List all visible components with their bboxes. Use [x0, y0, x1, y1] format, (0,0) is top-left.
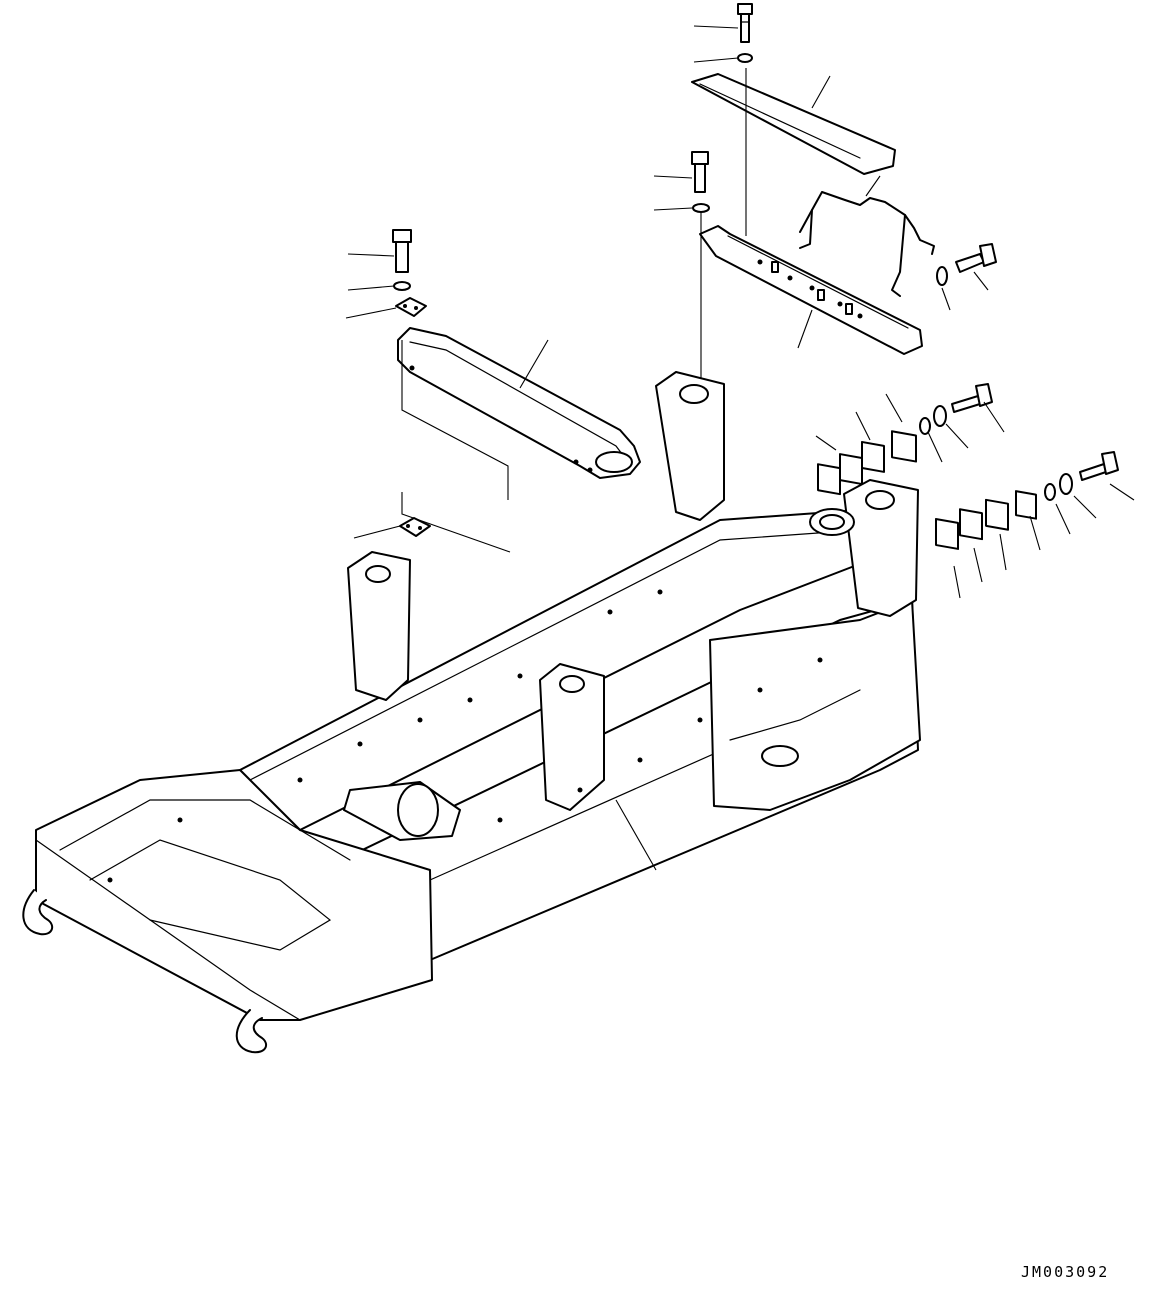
top-cover-plate — [691, 73, 896, 175]
small-spacer-plate — [399, 517, 431, 537]
main-frame — [22, 371, 921, 1054]
bracket-bolt — [691, 151, 710, 213]
cover-bolt — [737, 3, 753, 63]
drawing-number: JM003092 — [1021, 1263, 1110, 1281]
leader-lines — [345, 25, 1135, 871]
shim-stack-upper — [817, 383, 993, 496]
bracket-base-plate — [699, 225, 923, 355]
upper-support-bracket — [799, 191, 935, 297]
shim-stack-lower — [935, 451, 1119, 550]
side-bolt-upper — [936, 243, 997, 286]
beam-bolt — [392, 229, 427, 317]
cross-member-beam — [397, 327, 641, 479]
